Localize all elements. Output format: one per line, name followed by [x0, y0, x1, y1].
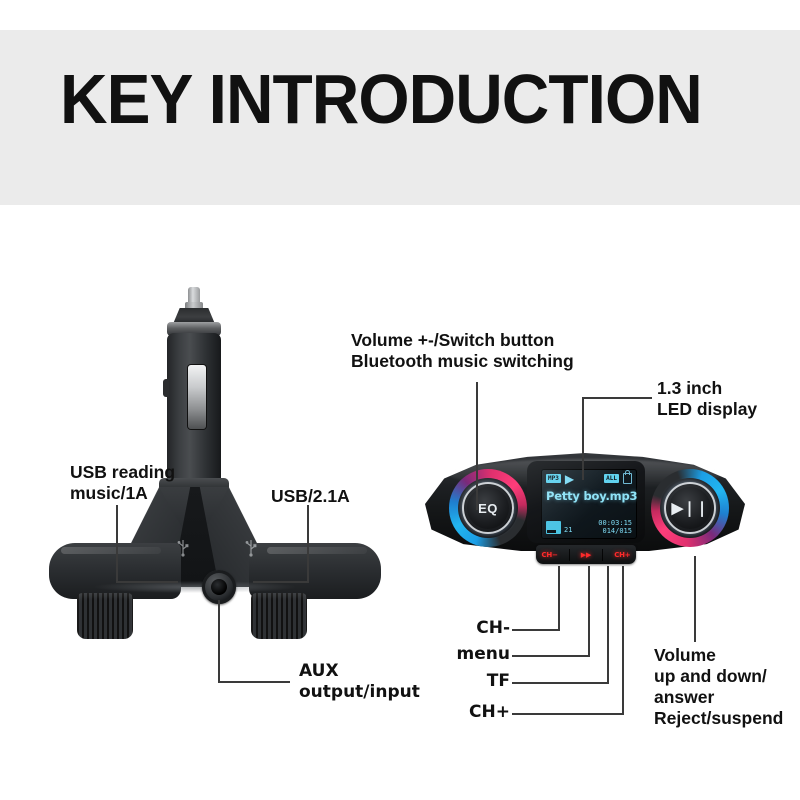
- eq-knob[interactable]: EQ: [449, 469, 527, 547]
- leader-ch-plus-vertical: [622, 566, 624, 714]
- leader-usb21a-horizontal: [253, 581, 309, 583]
- plug-collar: [173, 308, 215, 324]
- lcd-eq-value: 21: [564, 526, 572, 534]
- leader-usb-reading-horizontal: [116, 581, 178, 583]
- lcd-repeat-badge: ALL: [604, 474, 619, 483]
- lock-icon: [623, 470, 632, 484]
- play-pause-knob[interactable]: ▶❘❘: [651, 469, 729, 547]
- leader-usb-reading-vertical: [116, 505, 118, 583]
- charger-foot-right: [251, 593, 307, 639]
- car-charger-illustration: [49, 275, 385, 665]
- leader-led-horizontal: [582, 397, 652, 399]
- callout-ch-minus: CH-: [476, 618, 510, 638]
- charger-wing-highlight-right: [267, 547, 367, 554]
- charger-wing-highlight-left: [61, 547, 161, 554]
- leader-tf-vertical: [607, 566, 609, 683]
- callout-led-display: 1.3 inch LED display: [657, 378, 758, 419]
- callout-volume-updown: Volume up and down/ answer Reject/suspen…: [654, 645, 784, 728]
- eq-knob-label: EQ: [467, 487, 509, 529]
- lcd-status-row: MP3 ▶ ALL: [546, 470, 632, 485]
- charger-base-shadow: [95, 581, 295, 593]
- callout-ch-plus: CH+: [469, 702, 510, 722]
- leader-ch-plus-horizontal: [512, 713, 624, 715]
- leader-menu-vertical: [588, 566, 590, 656]
- leader-menu-horizontal: [512, 655, 590, 657]
- plug-ring: [167, 322, 221, 336]
- callout-menu: menu: [456, 644, 510, 664]
- callout-tf: TF: [486, 671, 510, 691]
- leader-aux-horizontal: [218, 681, 290, 683]
- usb-icon: [243, 537, 259, 557]
- leader-usb21a-vertical: [307, 505, 309, 583]
- leader-aux-vertical: [218, 600, 220, 682]
- leader-led-vertical: [582, 398, 584, 480]
- ch-plus-button[interactable]: CH+: [614, 550, 631, 559]
- aux-jack-icon: [202, 570, 236, 604]
- lcd-track-title: Petty boy.mp3: [546, 489, 637, 503]
- lcd-time-block: 00:03:15 014/015: [598, 519, 632, 535]
- plug-tip: [185, 287, 203, 310]
- page-title: KEY INTRODUCTION: [60, 60, 703, 138]
- leader-tf-horizontal: [512, 682, 609, 684]
- button-divider: [568, 548, 570, 561]
- control-button-strip: CH− ▶▶ CH+: [536, 545, 636, 564]
- fm-transmitter-illustration: EQ ▶❘❘ MP3 ▶ ALL Petty boy.mp3: [415, 445, 755, 570]
- leader-volume-updown: [694, 556, 696, 642]
- ch-minus-button[interactable]: CH−: [541, 550, 558, 559]
- lcd-info-row: 21 00:03:15 014/015: [546, 519, 632, 535]
- lcd-track-counter: 014/015: [602, 527, 632, 535]
- lcd-display: MP3 ▶ ALL Petty boy.mp3 21 00:03:15 014/…: [541, 469, 637, 539]
- callout-usb-21a: USB/2.1A: [271, 486, 350, 506]
- charger-foot-left: [77, 593, 133, 639]
- callout-usb-reading: USB reading music/1A: [70, 462, 176, 503]
- lcd-elapsed-time: 00:03:15: [598, 519, 632, 527]
- leader-volume-switch: [476, 382, 478, 510]
- callout-volume-switch: Volume +-/Switch button Bluetooth music …: [351, 330, 574, 371]
- usb-icon: [175, 537, 191, 557]
- callout-aux: AUX output/input: [299, 661, 420, 702]
- eq-icon: [546, 520, 561, 534]
- eq-knob-rim: [462, 482, 514, 534]
- lcd-mode-badge: MP3: [546, 474, 561, 483]
- menu-tf-button[interactable]: ▶▶: [580, 550, 592, 559]
- button-divider: [602, 548, 604, 561]
- play-icon: ▶: [565, 473, 574, 485]
- header-band: [0, 30, 800, 205]
- play-pause-icon: ▶❘❘: [669, 487, 711, 529]
- leader-ch-minus-vertical: [558, 566, 560, 630]
- play-knob-rim: [664, 482, 716, 534]
- leader-ch-minus-horizontal: [512, 629, 560, 631]
- plug-barrel: [163, 333, 221, 483]
